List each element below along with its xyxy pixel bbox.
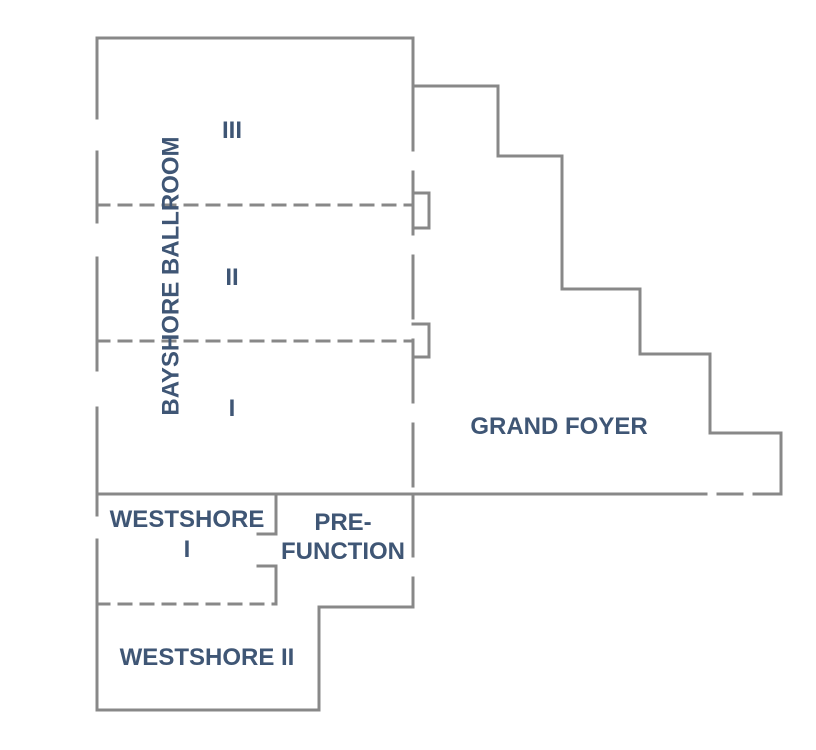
westshore-1-right-wall-upper: [256, 492, 278, 536]
westshore-1-label-line2: I: [184, 536, 191, 563]
grand-foyer-stepped-wall: [411, 84, 783, 496]
westshore-2-outline: [95, 605, 415, 712]
partition-bracket-upper: [411, 191, 431, 230]
ballroom-section-2-label: II: [225, 264, 238, 291]
westshore-2-label: WESTSHORE II: [120, 644, 295, 671]
ballroom-left-wall-top: [95, 36, 415, 120]
partition-bracket-lower: [411, 322, 431, 359]
prefunction-label-line1: PRE-: [314, 509, 371, 536]
prefunction-label-line2: FUNCTION: [281, 538, 405, 565]
walls: [95, 36, 783, 712]
bayshore-ballroom-label: BAYSHORE BALLROOM: [157, 136, 184, 415]
ballroom-section-3-label: III: [222, 117, 242, 144]
ballroom-section-1-label: I: [229, 395, 236, 422]
westshore-1-label-line1: WESTSHORE: [110, 506, 265, 533]
grand-foyer-label: GRAND FOYER: [470, 413, 647, 440]
westshore-1-right-wall-lower: [256, 564, 278, 606]
